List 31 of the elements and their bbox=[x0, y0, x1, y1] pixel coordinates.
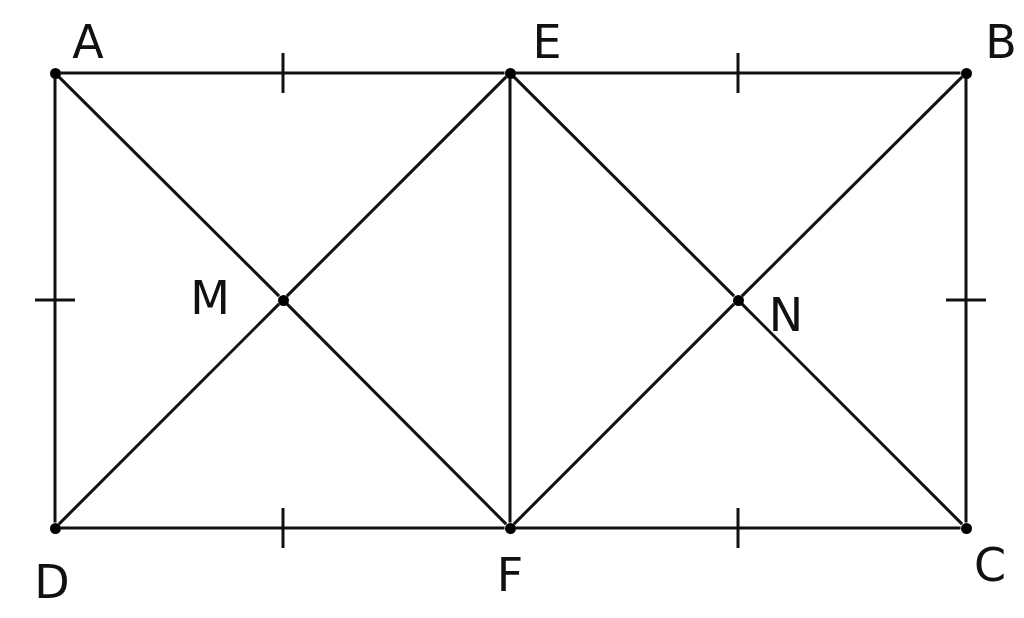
point-label: B bbox=[985, 19, 1017, 65]
point-label: M bbox=[190, 275, 230, 321]
line-segment bbox=[53, 78, 57, 523]
line-segment bbox=[57, 302, 281, 526]
line-segment bbox=[285, 302, 508, 526]
point-label: E bbox=[532, 19, 562, 65]
line-segment bbox=[285, 75, 508, 298]
point-label: F bbox=[496, 552, 524, 598]
point bbox=[504, 522, 516, 534]
point-label: D bbox=[34, 559, 70, 605]
line-segment bbox=[515, 526, 961, 530]
point-label: N bbox=[768, 292, 804, 338]
point bbox=[960, 67, 972, 79]
point bbox=[49, 522, 61, 534]
point-label: C bbox=[973, 542, 1007, 588]
line-segment bbox=[60, 526, 505, 530]
line-segment bbox=[60, 71, 505, 75]
line-segment bbox=[512, 302, 736, 526]
line-segment bbox=[508, 78, 512, 523]
line-segment bbox=[740, 302, 964, 526]
point bbox=[732, 294, 744, 306]
line-segment bbox=[964, 78, 968, 523]
line-segment bbox=[740, 75, 964, 298]
line-segment bbox=[57, 75, 281, 298]
point bbox=[504, 67, 516, 79]
point-label: A bbox=[72, 19, 104, 65]
point bbox=[277, 294, 289, 306]
line-segment bbox=[512, 75, 736, 298]
point bbox=[49, 67, 61, 79]
point bbox=[960, 522, 972, 534]
line-segment bbox=[515, 71, 961, 75]
